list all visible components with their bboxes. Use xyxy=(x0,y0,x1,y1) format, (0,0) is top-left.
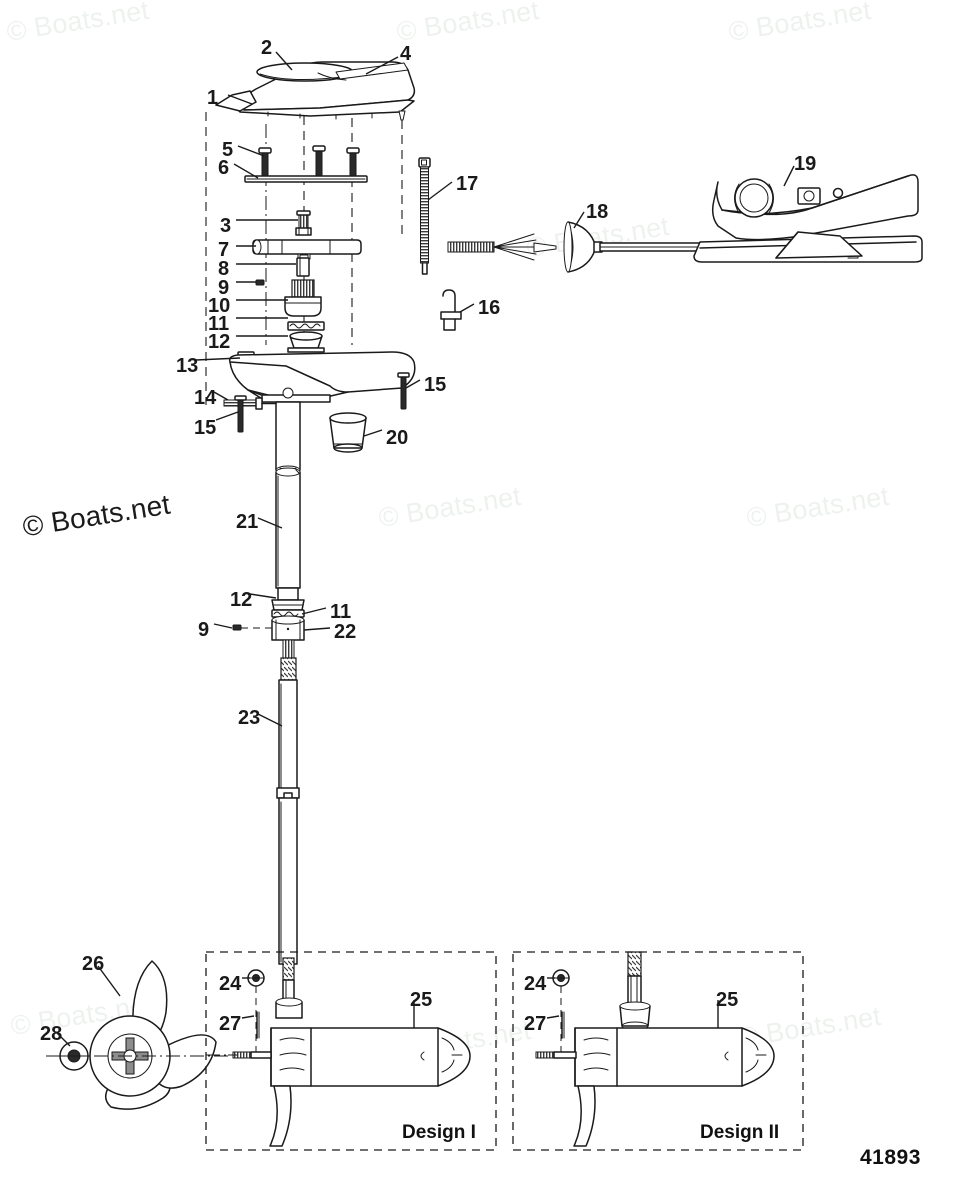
callout-cable-boot[interactable]: 18 xyxy=(586,201,609,223)
mount-base-group xyxy=(228,351,416,475)
callout-upper-shaft-tube[interactable]: 21 xyxy=(236,511,259,533)
bushing-cap-upper xyxy=(287,331,325,353)
cable-tie-group xyxy=(418,157,431,275)
set-screw-upper xyxy=(255,279,265,286)
callout-prop-pin[interactable]: 24 xyxy=(524,973,547,995)
lower-collar-group xyxy=(271,615,305,641)
callout-bolt-and-nut[interactable]: 3 xyxy=(220,215,232,237)
screw-long-right xyxy=(397,372,410,410)
cable-clip-group xyxy=(440,289,462,331)
callout-propeller[interactable]: 26 xyxy=(82,953,105,975)
callout-wave-washer[interactable]: 11 xyxy=(208,313,230,335)
callout-head-trim-strip[interactable]: 4 xyxy=(400,43,412,65)
callout-cross-bar-pivot[interactable]: 7 xyxy=(218,239,230,261)
design-2-content xyxy=(535,951,775,1147)
callout-rubber-bumper[interactable]: 20 xyxy=(386,427,409,449)
cable-and-pedal-group xyxy=(447,174,923,273)
callout-lower-unit-motor[interactable]: 25 xyxy=(716,989,739,1011)
design-box-label-design-2: Design II xyxy=(700,1122,780,1143)
callout-cotter-pin[interactable]: 27 xyxy=(219,1013,242,1035)
motor-head-group xyxy=(215,61,416,121)
callout-mounting-plate[interactable]: 6 xyxy=(218,157,230,179)
spacer-sleeve-group xyxy=(296,257,310,277)
design-box-label-design-1: Design I xyxy=(402,1122,476,1143)
wave-washer-upper xyxy=(287,321,325,331)
crossbar-group xyxy=(252,210,362,260)
callout-upper-collar[interactable]: 10 xyxy=(208,295,231,317)
callout-set-screw[interactable]: 9 xyxy=(218,277,230,299)
callout-lower-shaft-tube[interactable]: 23 xyxy=(238,707,261,729)
design-1-content xyxy=(206,957,471,1147)
callout-prop-pin[interactable]: 24 xyxy=(219,973,242,995)
screw-long-left xyxy=(234,395,247,433)
callout-foot-pedal-assembly[interactable]: 19 xyxy=(794,153,817,175)
bushing-cap-lower xyxy=(271,587,305,611)
callout-mount-base-housing[interactable]: 13 xyxy=(176,355,199,377)
callout-screw-long[interactable]: 15 xyxy=(424,374,447,396)
callout-cable-clip[interactable]: 16 xyxy=(478,297,501,319)
callout-bolt-short[interactable]: 14 xyxy=(194,387,217,409)
callout-lower-collar[interactable]: 22 xyxy=(334,621,357,643)
set-screw-lower xyxy=(232,624,272,631)
callout-set-screw[interactable]: 9 xyxy=(198,619,210,641)
callout-screw-head-mount[interactable]: 5 xyxy=(222,139,234,161)
drawing-number: 41893 xyxy=(860,1146,921,1169)
alignment-lines xyxy=(205,112,403,960)
callout-bushing-cap[interactable]: 12 xyxy=(208,331,231,353)
callout-wave-washer[interactable]: 11 xyxy=(330,601,352,623)
callout-prop-nut[interactable]: 28 xyxy=(40,1023,63,1045)
leader-lines xyxy=(55,51,795,1047)
propeller-group xyxy=(89,960,217,1110)
lower-shaft-group xyxy=(228,639,300,1056)
callout-cotter-pin[interactable]: 27 xyxy=(524,1013,547,1035)
upper-collar-group xyxy=(284,279,322,317)
callout-head-cover-decal[interactable]: 2 xyxy=(261,37,273,59)
callout-screw-long[interactable]: 15 xyxy=(194,417,217,439)
callout-spacer-sleeve[interactable]: 8 xyxy=(218,258,230,280)
callout-motor-head-housing[interactable]: 1 xyxy=(207,87,219,109)
callout-bushing-cap[interactable]: 12 xyxy=(230,589,253,611)
rubber-bumper-group xyxy=(329,412,367,453)
callout-cable-tie[interactable]: 17 xyxy=(456,173,479,195)
upper-shaft-group xyxy=(275,467,301,589)
callout-lower-unit-motor[interactable]: 25 xyxy=(410,989,433,1011)
design-boxes xyxy=(205,951,804,1151)
head-screws-plate-group xyxy=(244,145,368,183)
